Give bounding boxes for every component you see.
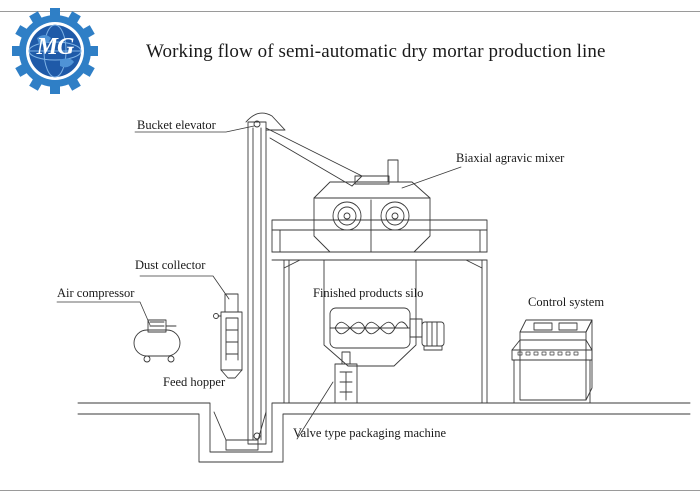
label-mixer: Biaxial agravic mixer xyxy=(456,151,565,165)
finished-products-silo xyxy=(323,259,445,367)
mg-logo xyxy=(12,8,98,94)
air-compressor xyxy=(133,319,181,363)
label-bucket-elevator: Bucket elevator xyxy=(137,118,216,132)
label-dust-collector: Dust collector xyxy=(135,258,206,272)
label-packaging: Valve type packaging machine xyxy=(293,426,447,440)
bucket-elevator xyxy=(245,112,286,445)
top-border xyxy=(0,11,700,12)
diagram-title: Working flow of semi-automatic dry morta… xyxy=(146,41,606,62)
globe-icon xyxy=(28,24,82,78)
control-system-cabinet xyxy=(511,319,593,404)
label-feed-hopper: Feed hopper xyxy=(163,375,226,389)
feed-hopper xyxy=(213,411,267,451)
logo-text: MG xyxy=(36,34,75,60)
leader-lines xyxy=(56,125,462,440)
bottom-border xyxy=(0,490,700,491)
dust-collector xyxy=(213,293,243,379)
label-air-compressor: Air compressor xyxy=(57,286,135,300)
label-silo: Finished products silo xyxy=(313,286,424,300)
discharge-chute xyxy=(265,127,363,187)
packaging-machine xyxy=(334,351,358,404)
label-control-system: Control system xyxy=(528,295,605,309)
steel-platform xyxy=(271,219,488,404)
